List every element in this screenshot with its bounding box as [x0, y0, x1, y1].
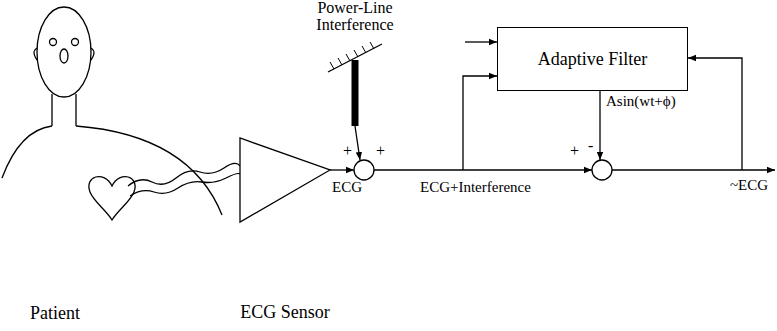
- amplifier-triangle: [222, 136, 348, 226]
- sign-label: +: [376, 143, 385, 160]
- sensor-amplifier: ECG Sensor: [222, 136, 348, 328]
- signal-label: ~ECG: [730, 178, 768, 194]
- signal-label: ECG: [332, 180, 362, 196]
- wiring: [330, 42, 775, 180]
- patient-figure: [2, 7, 240, 220]
- signal-label: Asin(wt+ϕ): [606, 94, 676, 110]
- interference-label: Power-Line Interference: [300, 0, 410, 34]
- signal-label: Patient: [30, 304, 80, 323]
- antenna-symbol: [328, 42, 382, 126]
- sensor-label: ECG Sensor: [222, 302, 348, 323]
- process-box: Adaptive Filter: [497, 27, 688, 91]
- box-label: Adaptive Filter: [538, 49, 647, 70]
- sign-label: +: [343, 143, 352, 160]
- signal-label: ECG+Interference: [420, 180, 531, 196]
- sign-label: -: [588, 138, 593, 155]
- sign-label: +: [570, 143, 579, 160]
